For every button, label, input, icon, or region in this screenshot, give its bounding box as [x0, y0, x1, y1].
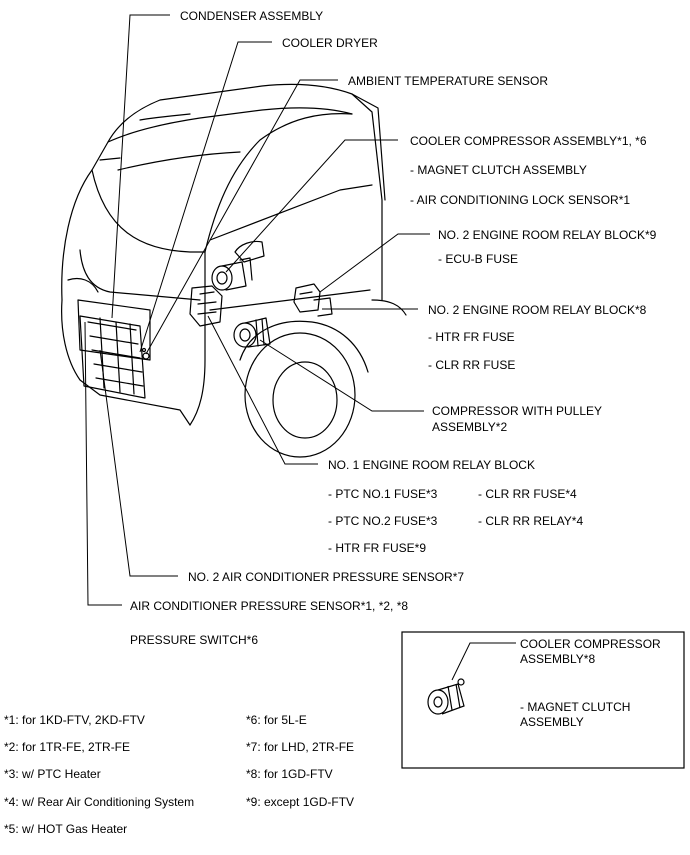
label-no2-relay-block-9: NO. 2 ENGINE ROOM RELAY BLOCK*9 [438, 228, 657, 242]
label-compressor-with-pulley: COMPRESSOR WITH PULLEY [432, 404, 603, 418]
inset-box [401, 631, 685, 769]
label-compressor-with-pulley-line2: ASSEMBLY*2 [432, 420, 508, 434]
inset-title-line2: ASSEMBLY*8 [520, 652, 596, 666]
label-ambient-temperature-sensor: AMBIENT TEMPERATURE SENSOR [348, 74, 549, 88]
condenser-illustration [79, 315, 146, 399]
label-ptc-no1-fuse: - PTC NO.1 FUSE*3 [328, 487, 438, 501]
label-cooler-dryer: COOLER DRYER [282, 36, 378, 50]
leader-lines [84, 14, 516, 681]
label-clr-rr-relay-4: - CLR RR RELAY*4 [478, 514, 584, 528]
footnote-3: *3: w/ PTC Heater [4, 767, 101, 781]
label-ac-pressure-sensor: AIR CONDITIONER PRESSURE SENSOR*1, *2, *… [130, 599, 409, 613]
label-no2-ac-pressure-sensor: NO. 2 AIR CONDITIONER PRESSURE SENSOR*7 [188, 570, 465, 584]
footnote-7: *7: for LHD, 2TR-FE [246, 740, 355, 754]
footnote-6: *6: for 5L-E [246, 713, 307, 727]
footnote-2: *2: for 1TR-FE, 2TR-FE [4, 740, 131, 754]
inset-sub-line2: ASSEMBLY [520, 715, 584, 729]
inset-title-line1: COOLER COMPRESSOR [520, 637, 661, 651]
label-cooler-compressor-assembly: COOLER COMPRESSOR ASSEMBLY*1, *6 [410, 134, 647, 148]
inset-sub-line1: - MAGNET CLUTCH [520, 700, 631, 714]
label-magnet-clutch-assembly: - MAGNET CLUTCH ASSEMBLY [410, 163, 587, 177]
label-pressure-switch: PRESSURE SWITCH*6 [130, 633, 259, 647]
label-htr-fr-fuse: - HTR FR FUSE [428, 330, 515, 344]
footnote-5: *5: w/ HOT Gas Heater [4, 822, 128, 836]
van-body [61, 83, 407, 426]
footnote-8: *8: for 1GD-FTV [246, 767, 333, 781]
cooler-compressor-illustration [211, 257, 253, 291]
label-clr-rr-fuse: - CLR RR FUSE [428, 358, 516, 372]
label-htr-fr-fuse-9: - HTR FR FUSE*9 [328, 541, 427, 555]
ambient-sensor-illustration [141, 347, 147, 353]
no2-relay-block-illustration [293, 283, 333, 317]
label-condenser-assembly: CONDENSER ASSEMBLY [180, 9, 324, 23]
no1-relay-block-illustration [189, 285, 223, 327]
label-no1-relay-block: NO. 1 ENGINE ROOM RELAY BLOCK [328, 458, 535, 472]
footnote-9: *9: except 1GD-FTV [246, 795, 355, 809]
label-no2-relay-block-8: NO. 2 ENGINE ROOM RELAY BLOCK*8 [428, 303, 647, 317]
label-clr-rr-fuse-4: - CLR RR FUSE*4 [478, 487, 577, 501]
footnote-4: *4: w/ Rear Air Conditioning System [4, 795, 195, 809]
front-wheel [239, 320, 369, 458]
compressor-with-pulley-illustration [233, 317, 271, 348]
label-ecu-b-fuse: - ECU-B FUSE [438, 252, 519, 266]
label-ptc-no2-fuse: - PTC NO.2 FUSE*3 [328, 514, 438, 528]
label-air-conditioning-lock-sensor: - AIR CONDITIONING LOCK SENSOR*1 [410, 193, 631, 207]
footnote-1: *1: for 1KD-FTV, 2KD-FTV [4, 713, 145, 727]
inset-compressor-illustration [427, 678, 465, 715]
